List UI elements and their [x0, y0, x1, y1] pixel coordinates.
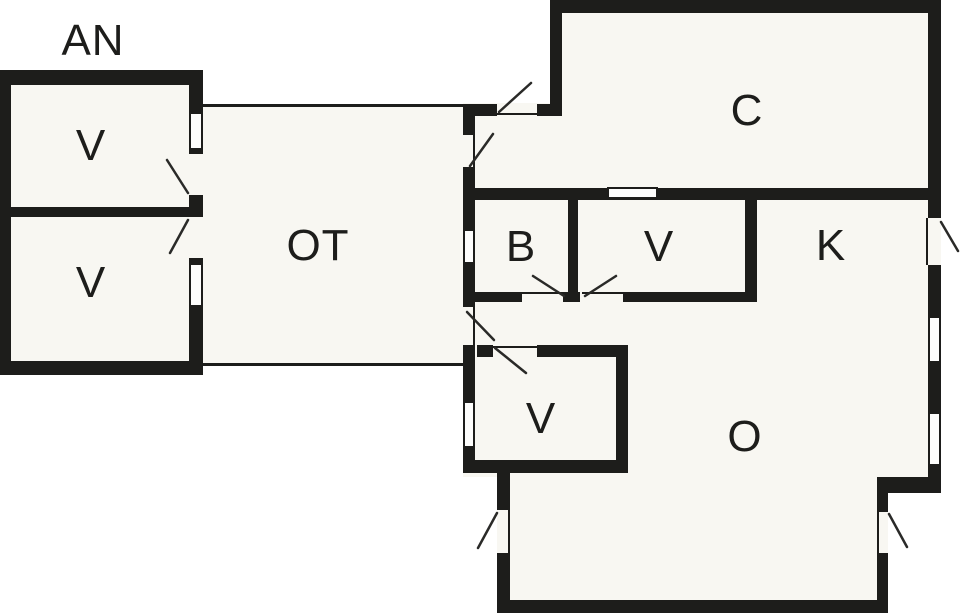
door-bottom-left-exterior — [476, 511, 499, 550]
door-ot-to-hall — [465, 310, 496, 342]
door-v-middle — [583, 274, 618, 298]
door-ot-to-entry — [468, 132, 495, 168]
door-v-lower — [493, 346, 528, 375]
room-label-o: O — [727, 412, 763, 461]
room-label-v-lower-left: V — [75, 258, 107, 307]
room-label-b: B — [505, 222, 537, 271]
door-annex-upper — [165, 158, 190, 195]
room-label-an: AN — [61, 16, 125, 65]
thin-walls — [200, 104, 928, 553]
window-v-lower — [463, 401, 475, 448]
room-label-v-lower: V — [525, 394, 557, 443]
door-k-exterior — [939, 220, 960, 253]
room-label-ot: OT — [286, 221, 350, 270]
window-c-wall — [607, 187, 658, 199]
room-label-v-middle: V — [643, 222, 675, 271]
door-b-room — [531, 274, 566, 298]
windows — [189, 112, 941, 466]
room-label-v-upper-left: V — [75, 121, 107, 170]
door-swings — [165, 81, 960, 550]
door-annex-lower — [168, 218, 190, 255]
door-bottom-right-exterior — [887, 512, 909, 549]
window-right-upper — [928, 316, 941, 363]
window-b-room — [463, 229, 475, 264]
door-entry-exterior — [497, 81, 533, 114]
window-right-lower — [928, 412, 941, 466]
window-annex-lower — [189, 263, 203, 307]
room-label-k: K — [815, 221, 847, 270]
room-label-c: C — [730, 86, 764, 135]
window-annex-upper — [189, 112, 203, 150]
